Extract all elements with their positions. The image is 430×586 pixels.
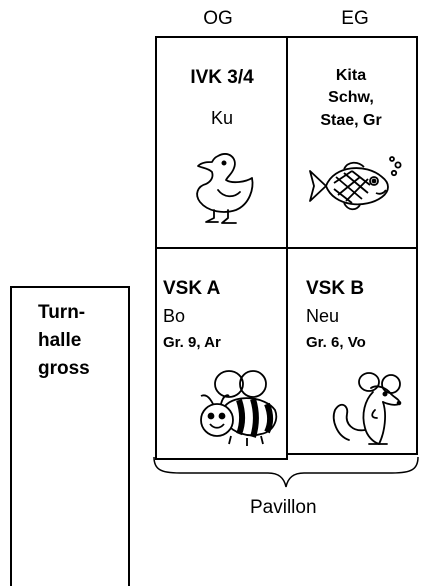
room-vsk-a-teacher: Bo [163,306,186,326]
pavillon-brace [153,456,419,488]
floor-label-eg: EG [341,8,369,29]
room-kita-line2: Schw, [328,89,374,106]
room-vsk-b-group: Gr. 6, Vo [306,334,366,351]
room-vsk-a-group: Gr. 9, Ar [163,334,221,351]
room-ivk-title: IVK 3/4 [190,67,254,88]
room-vsk-a-title: VSK A [163,278,221,299]
turnhalle-label-line1: Turn- [38,302,86,323]
room-vsk-b-title: VSK B [306,278,365,299]
fish-icon [309,156,402,211]
mouse-icon [332,372,402,445]
turnhalle-label-line3: gross [38,358,90,379]
floor-label-og: OG [203,8,233,29]
pavillon-label: Pavillon [250,497,317,518]
room-kita-line3: Stae, Gr [320,112,382,129]
turnhalle-label-line2: halle [38,330,82,351]
room-ivk-teacher: Ku [210,108,234,128]
room-vsk-b-teacher: Neu [306,306,340,326]
room-vsk-b [286,247,418,455]
duck-icon [196,153,254,224]
room-kita-line1: Kita [335,67,367,84]
bee-icon [200,370,278,446]
turnhalle-building [10,286,130,586]
